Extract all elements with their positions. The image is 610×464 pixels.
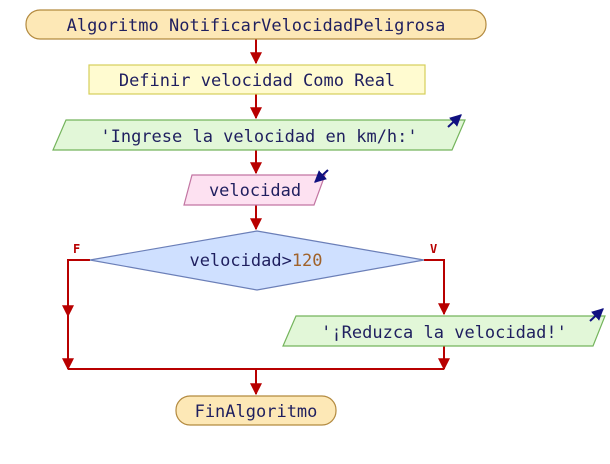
output1-label: 'Ingrese la velocidad en km/h:' [100,127,417,147]
edge-decision-true [424,259,450,316]
decision-variable: velocidad> [189,251,291,271]
decision-true-label: V [430,242,437,256]
output1-node: 'Ingrese la velocidad en km/h:' [52,114,466,151]
edge-decision-false [67,259,90,313]
output2-node: '¡Reduzca la velocidad!' [282,308,606,347]
start-node: Algoritmo NotificarVelocidadPeligrosa [25,9,487,40]
start-label: Algoritmo NotificarVelocidadPeligrosa [67,16,446,36]
output-arrow-icon [589,308,604,322]
end-label: FinAlgoritmo [195,402,318,422]
decision-false-label: F [73,242,80,256]
output2-label: '¡Reduzca la velocidad!' [321,323,567,343]
input-arrow-icon [314,169,329,183]
decision-number: 120 [292,251,323,271]
define-node: Definir velocidad Como Real [88,64,426,95]
input-label: velocidad [209,181,301,201]
output-arrow-icon [447,114,462,128]
input-node: velocidad [183,169,329,206]
connectors [62,39,450,396]
decision-expression: velocidad>120 [189,251,322,271]
define-label: Definir velocidad Como Real [119,71,395,91]
decision-node: velocidad>120 F V [73,230,437,291]
end-node: FinAlgoritmo [175,395,337,426]
